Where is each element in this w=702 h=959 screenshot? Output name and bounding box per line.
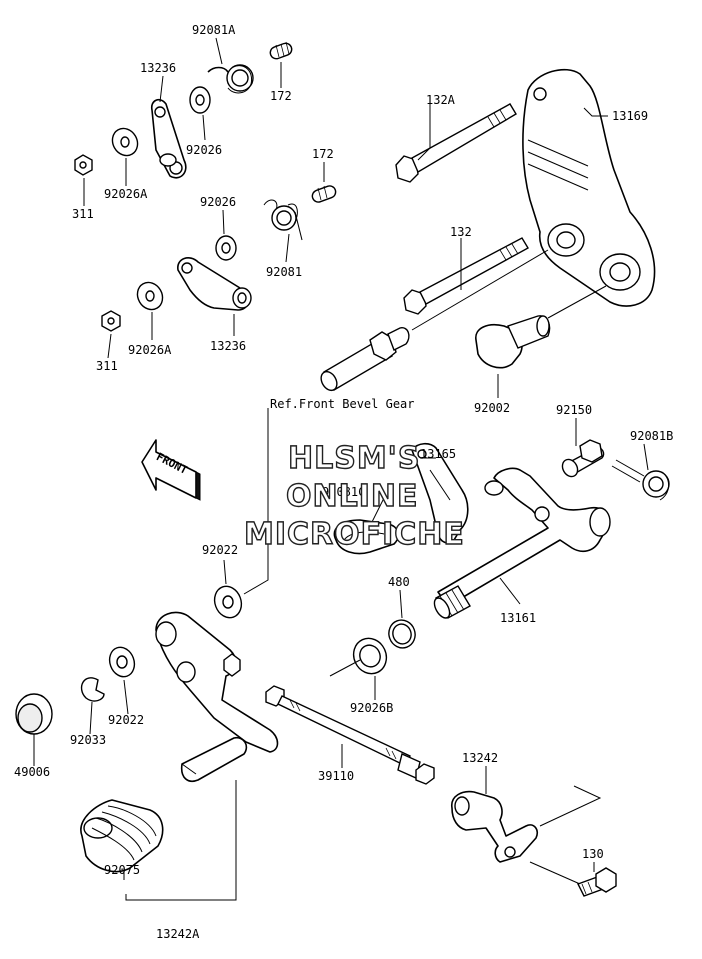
label-132A: 132A: [426, 93, 456, 107]
washer-92026-lower-part: [215, 235, 237, 261]
spring-92081-part: [263, 199, 303, 241]
label-92026A-upper: 92026A: [104, 187, 148, 201]
lever-13242-part: [451, 790, 539, 863]
tie-rod-39110-part: [265, 685, 435, 785]
label-39110: 39110: [318, 769, 354, 783]
bracket-13169-part: [522, 68, 656, 307]
leader-line-92026B: [329, 659, 361, 677]
spring-92081A-part: [207, 64, 254, 94]
label-130: 130: [582, 847, 604, 861]
watermark-line-3: MICROFICHE: [244, 517, 465, 552]
label-13242A: 13242A: [156, 927, 200, 941]
pin-172-lower-part: [311, 185, 337, 203]
label-172-lower: 172: [312, 147, 334, 161]
label-92075: 92075: [104, 863, 140, 877]
spring-92081B-part: [611, 459, 670, 501]
shaft-13161-part: [433, 467, 611, 619]
label-92026-upper: 92026: [186, 143, 222, 157]
watermark: HLSM'S ONLINE MICROFICHE: [243, 440, 465, 552]
washer-92026-upper-part: [189, 86, 211, 114]
label-92150: 92150: [556, 403, 592, 417]
pin-92002-part: [475, 315, 551, 369]
bolt-130-part: [577, 867, 617, 897]
label-480: 480: [388, 575, 410, 589]
shaft-bevel-gear-part: [320, 327, 410, 392]
cap-49006-part: [15, 693, 53, 735]
label-172-upper: 172: [270, 89, 292, 103]
label-13242: 13242: [462, 751, 498, 765]
leader-line-130: [529, 861, 581, 885]
label-13165: 13165: [420, 447, 456, 461]
leader-line-92002: [547, 285, 607, 319]
label-92002: 92002: [474, 401, 510, 415]
washer-92022-left-part: [108, 646, 136, 678]
lever-13236-upper-part: [150, 98, 187, 179]
label-92081C: 92081C: [322, 485, 365, 499]
washer-92022-center-part: [213, 585, 243, 619]
bolt-132A-part: [395, 103, 517, 183]
label-13236-lower: 13236: [210, 339, 246, 353]
washer-92026B-part: [352, 637, 388, 675]
nut-311-lower-part: [101, 310, 121, 332]
label-92081B: 92081B: [630, 429, 673, 443]
label-92022-left: 92022: [108, 713, 144, 727]
leader-line-13242: [539, 785, 602, 827]
label-92026-lower: 92026: [200, 195, 236, 209]
leader-line-13242A: [125, 780, 237, 901]
label-13236-upper: 13236: [140, 61, 176, 75]
watermark-line-1: HLSM'S: [288, 441, 420, 476]
circlip-480-part: [388, 619, 416, 649]
spring-92081C-part: [333, 519, 400, 555]
label-311-lower: 311: [96, 359, 118, 373]
label-92033: 92033: [70, 733, 106, 747]
label-ref-front-bevel-gear: Ref.Front Bevel Gear: [270, 397, 415, 411]
front-direction-arrow: FRONT: [141, 439, 201, 501]
washer-92026A-upper-part: [111, 127, 139, 157]
label-92022-center: 92022: [202, 543, 238, 557]
bolt-132-part: [403, 237, 529, 315]
label-311-upper: 311: [72, 207, 94, 221]
label-92026A-lower: 92026A: [128, 343, 172, 357]
leader-lines: [33, 37, 649, 880]
leader-line-ref-bevel: [243, 408, 269, 595]
nut-311-upper-part: [74, 154, 93, 176]
watermark-line-2: ONLINE: [286, 479, 419, 514]
pin-92150-part: [561, 439, 605, 478]
label-13169: 13169: [612, 109, 648, 123]
label-13161: 13161: [500, 611, 536, 625]
plate-13165-part: [411, 442, 469, 544]
label-92081A: 92081A: [192, 23, 236, 37]
leader-line-132: [411, 249, 549, 331]
label-92081: 92081: [266, 265, 302, 279]
pin-172-upper-part: [269, 41, 293, 60]
label-92026B: 92026B: [350, 701, 393, 715]
rubber-92075-part: [80, 799, 164, 873]
label-49006: 49006: [14, 765, 50, 779]
washer-92026A-lower-part: [136, 281, 164, 311]
label-132: 132: [450, 225, 472, 239]
lever-13236-lower-part: [177, 257, 252, 311]
e-clip-92033-part: [80, 677, 105, 702]
shift-pedal-13242A-part: [155, 611, 279, 782]
